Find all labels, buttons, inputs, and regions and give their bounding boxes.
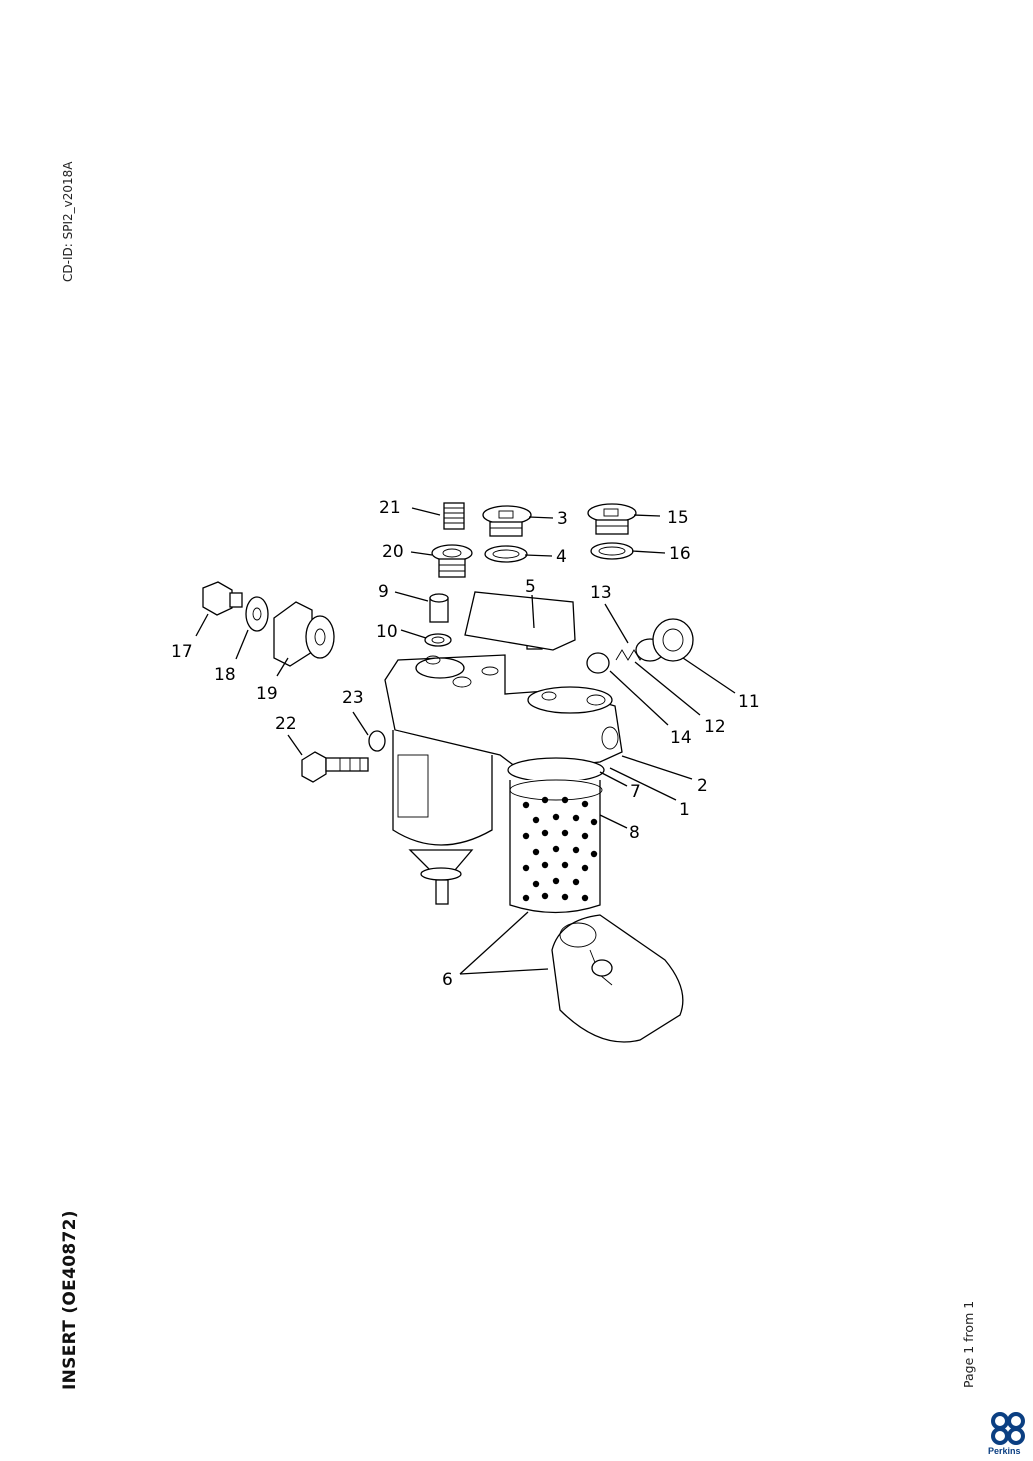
part-16-washer	[590, 542, 634, 560]
filter-head-assembly	[384, 591, 623, 771]
callout-14: 14	[670, 728, 692, 748]
part-17-bolt	[202, 581, 243, 616]
filter-element-perforations	[522, 796, 598, 902]
callout-6: 6	[442, 970, 453, 990]
callout-13: 13	[590, 583, 612, 603]
leader-lines	[195, 507, 736, 975]
callout-22: 22	[275, 714, 297, 734]
callout-9: 9	[378, 582, 389, 602]
callout-15: 15	[667, 508, 689, 528]
callout-20: 20	[382, 542, 404, 562]
sediment-bowl	[392, 730, 493, 905]
callout-16: 16	[669, 544, 691, 564]
callout-labels: 21 3 15 20 4 16 9 5 13 17 10 18 19 11 23…	[171, 498, 760, 990]
callout-17: 17	[171, 642, 193, 662]
callout-2: 2	[697, 776, 708, 796]
part-22-bolt	[301, 751, 369, 783]
part-4-washer	[484, 545, 528, 563]
part-9-pin	[429, 593, 449, 623]
callout-23: 23	[342, 688, 364, 708]
perkins-logo-icon	[991, 1412, 1025, 1445]
part-11-12-plug	[635, 618, 694, 662]
callout-10: 10	[376, 622, 398, 642]
callout-8: 8	[629, 823, 640, 843]
part-20-adaptor	[431, 544, 473, 578]
callout-18: 18	[214, 665, 236, 685]
part-15-plug	[587, 503, 637, 535]
part-19-adaptor	[273, 601, 335, 667]
callout-3: 3	[557, 509, 568, 529]
filter-element	[507, 757, 605, 914]
callout-21: 21	[379, 498, 401, 518]
callout-1: 1	[679, 800, 690, 820]
callout-7: 7	[630, 782, 641, 802]
callout-5: 5	[525, 577, 536, 597]
callout-12: 12	[704, 717, 726, 737]
part-21-stud	[443, 502, 465, 530]
part-18-washer	[245, 596, 269, 632]
part-23-washer	[368, 730, 386, 752]
part-3-plug	[482, 505, 532, 537]
callout-11: 11	[738, 692, 760, 712]
callout-19: 19	[256, 684, 278, 704]
callout-4: 4	[556, 547, 567, 567]
filter-canister	[551, 914, 684, 1043]
part-10-seal	[424, 633, 452, 647]
brand-name: Perkins	[988, 1446, 1021, 1456]
